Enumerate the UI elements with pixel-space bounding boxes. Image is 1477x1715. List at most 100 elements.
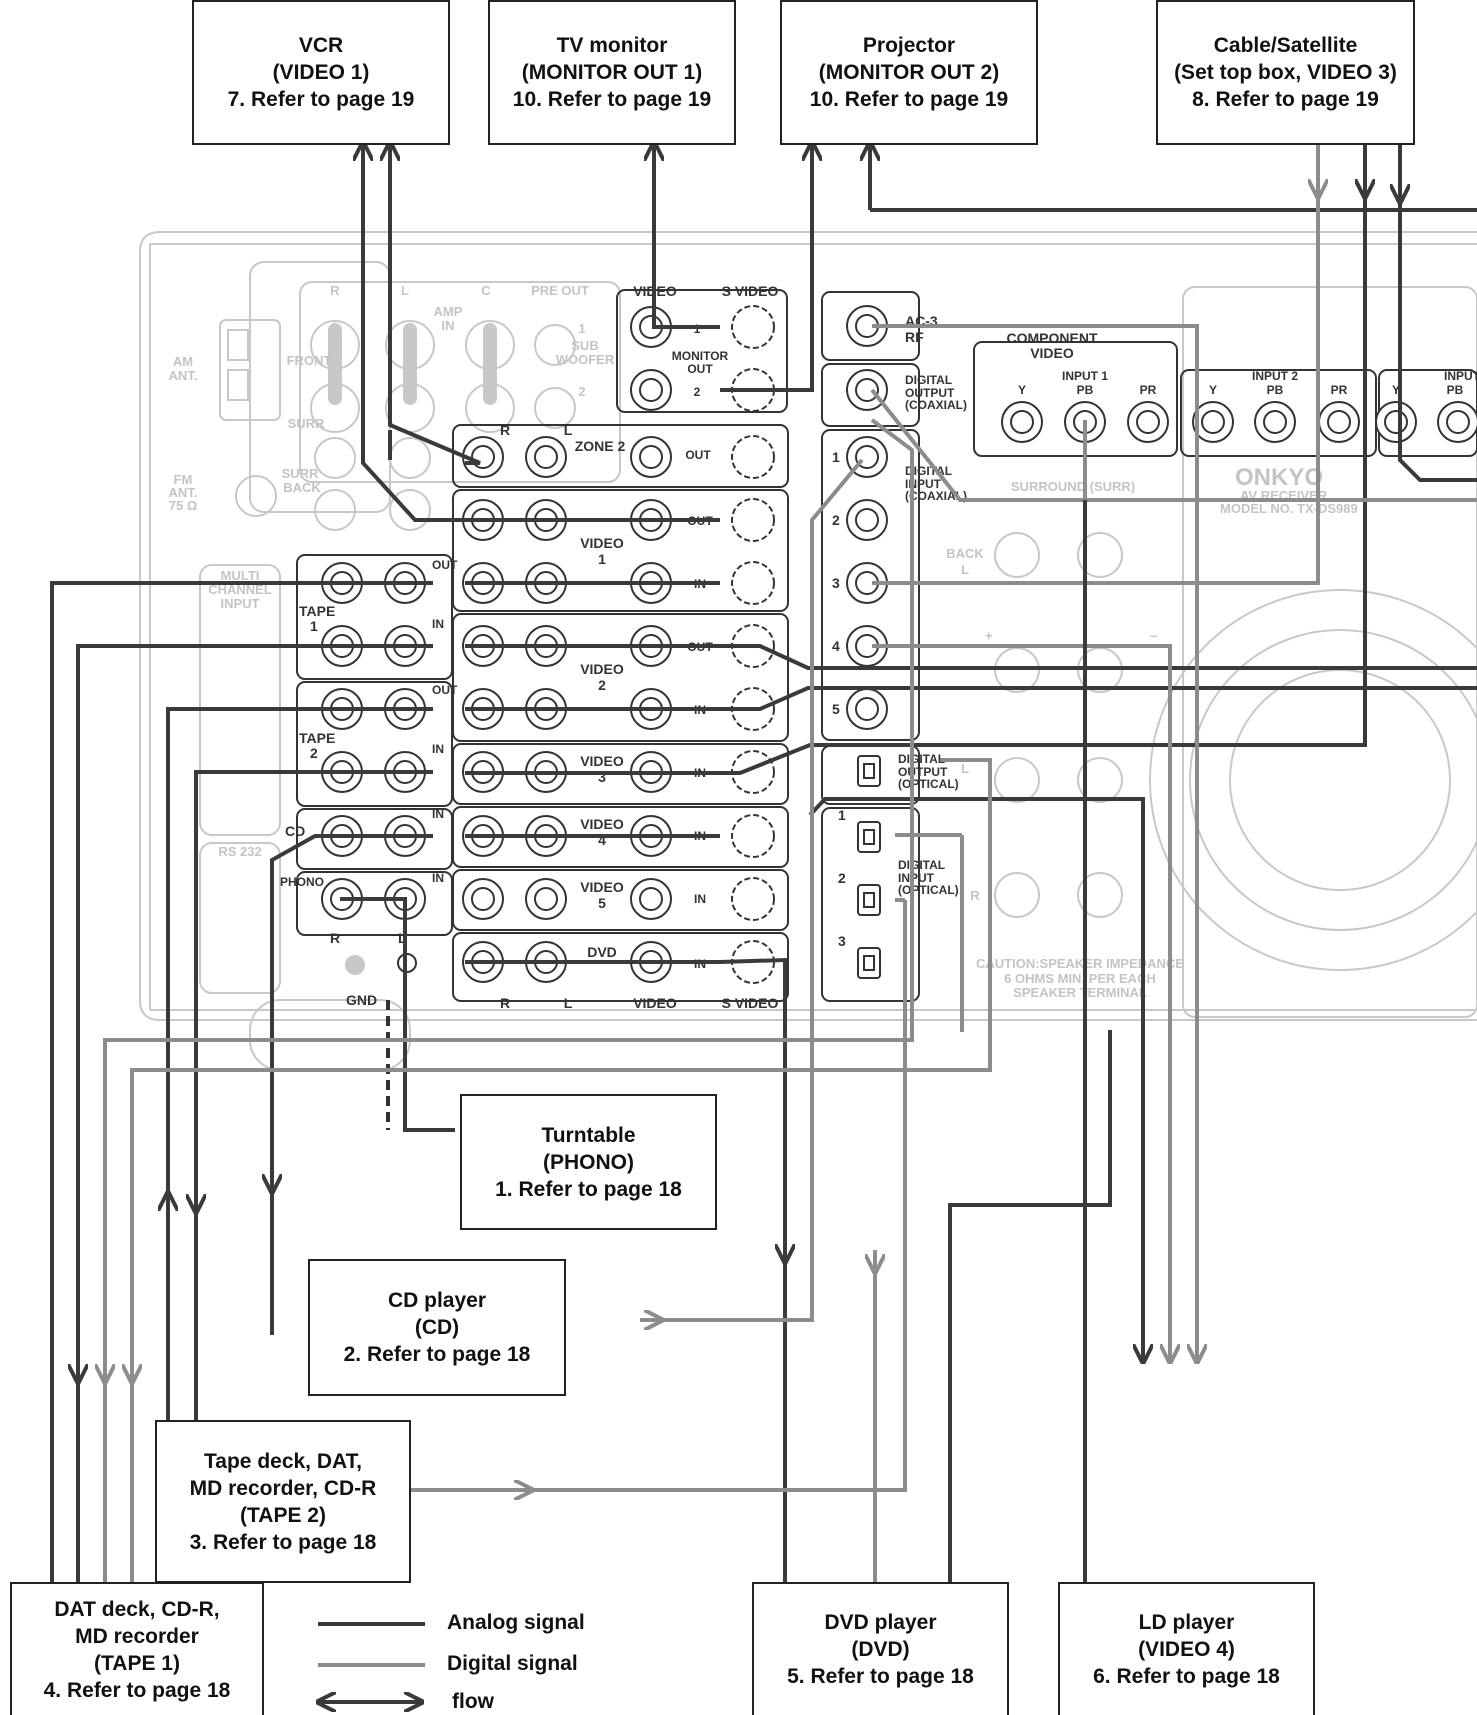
svg-text:C: C bbox=[481, 283, 491, 298]
svg-text:RF: RF bbox=[905, 329, 924, 345]
svg-text:CHANNEL: CHANNEL bbox=[208, 582, 272, 597]
turntable-box: Turntable (PHONO) 1. Refer to page 18 bbox=[460, 1094, 717, 1230]
phono-cable bbox=[340, 897, 455, 1132]
ld-digital bbox=[872, 644, 1172, 1360]
rca-jack-inner bbox=[534, 445, 558, 469]
cable-name: Cable/Satellite bbox=[1213, 34, 1358, 57]
svg-text:IN: IN bbox=[432, 742, 444, 756]
digital-cables bbox=[105, 145, 1477, 1665]
svg-text:1: 1 bbox=[832, 449, 840, 465]
vcr-name: VCR bbox=[298, 34, 344, 57]
dvd-input: (DVD) bbox=[851, 1638, 910, 1661]
rca-jack-inner bbox=[471, 887, 495, 911]
svg-text:WOOFER: WOOFER bbox=[556, 352, 615, 367]
svg-text:L: L bbox=[564, 422, 573, 438]
svg-text:AM: AM bbox=[173, 354, 193, 369]
svg-text:(OPTICAL): (OPTICAL) bbox=[898, 777, 959, 791]
svg-text:VIDEO: VIDEO bbox=[580, 661, 624, 677]
legend-lines bbox=[318, 1622, 425, 1702]
svg-text:L: L bbox=[961, 562, 969, 577]
svg-text:–: – bbox=[1150, 628, 1157, 643]
optical-jacks bbox=[345, 755, 881, 979]
svg-text:L: L bbox=[398, 930, 407, 946]
svg-text:INPUT: INPUT bbox=[1444, 369, 1477, 383]
tape1-box: DAT deck, CD-R, MD recorder (TAPE 1) 4. … bbox=[10, 1582, 264, 1715]
svg-text:R: R bbox=[970, 888, 980, 903]
dvd-player-box: DVD player (DVD) 5. Refer to page 18 bbox=[752, 1582, 1009, 1715]
svg-text:PB: PB bbox=[1447, 383, 1464, 397]
vcr-input: (VIDEO 1) bbox=[272, 61, 370, 84]
cd-player-box: CD player (CD) 2. Refer to page 18 bbox=[308, 1259, 566, 1396]
svg-text:R: R bbox=[330, 930, 340, 946]
vcr-in-cable bbox=[390, 145, 481, 465]
cable-satellite-box: Cable/Satellite (Set top box, VIDEO 3) 8… bbox=[1156, 0, 1415, 145]
svg-text:Y: Y bbox=[1018, 383, 1026, 397]
svg-text:Y: Y bbox=[1392, 383, 1400, 397]
panel-labels: R L C PRE OUT VIDEO S VIDEO AM ANT. FRON… bbox=[169, 283, 1477, 1011]
svg-text:VIDEO: VIDEO bbox=[580, 535, 624, 551]
cd-input: (CD) bbox=[414, 1316, 460, 1339]
ld-input: (VIDEO 4) bbox=[1138, 1638, 1235, 1661]
rca-jack-inner bbox=[1446, 410, 1470, 434]
cd-ref: 2. Refer to page 18 bbox=[343, 1343, 531, 1366]
receiver-rear-panel bbox=[139, 231, 1477, 1071]
projector-name: Projector bbox=[862, 34, 956, 57]
svg-text:SURR: SURR bbox=[288, 416, 325, 431]
svg-text:S VIDEO: S VIDEO bbox=[722, 995, 779, 1011]
tv-monitor-box: TV monitor (MONITOR OUT 1) 10. Refer to … bbox=[488, 0, 736, 145]
projector-ref: 10. Refer to page 19 bbox=[809, 88, 1009, 111]
dvd-ref: 5. Refer to page 18 bbox=[787, 1665, 974, 1688]
rca-jack-inner bbox=[1327, 410, 1351, 434]
rca-jack-inner bbox=[1384, 410, 1408, 434]
svg-text:5: 5 bbox=[598, 895, 606, 911]
svg-text:L: L bbox=[401, 283, 409, 298]
svg-text:1: 1 bbox=[598, 551, 606, 567]
svg-text:1: 1 bbox=[310, 618, 318, 634]
svg-text:PRE OUT: PRE OUT bbox=[531, 283, 589, 298]
svg-text:(COAXIAL): (COAXIAL) bbox=[905, 398, 967, 412]
svg-text:2: 2 bbox=[598, 677, 606, 693]
turntable-name: Turntable bbox=[541, 1123, 636, 1147]
svg-text:R: R bbox=[500, 995, 510, 1011]
tape1-input: (TAPE 1) bbox=[94, 1651, 180, 1675]
svg-text:L: L bbox=[961, 761, 969, 776]
svg-text:2: 2 bbox=[310, 745, 318, 761]
svg-text:RS 232: RS 232 bbox=[218, 844, 261, 859]
vcr-box: VCR (VIDEO 1) 7. Refer to page 19 bbox=[192, 0, 450, 145]
svg-text:4: 4 bbox=[598, 832, 606, 848]
dat-digital-in bbox=[103, 418, 914, 1665]
ld-ref: 6. Refer to page 18 bbox=[1093, 1665, 1280, 1688]
svg-text:PR: PR bbox=[1140, 383, 1157, 397]
s-video-jack bbox=[731, 561, 775, 605]
din1-cable bbox=[640, 458, 864, 1322]
turntable-input: (PHONO) bbox=[543, 1150, 634, 1174]
vcr-ref: 7. Refer to page 19 bbox=[227, 88, 415, 111]
cable-ref: 8. Refer to page 19 bbox=[1192, 88, 1379, 111]
svg-text:PR: PR bbox=[1331, 383, 1348, 397]
svg-text:SUB: SUB bbox=[571, 338, 598, 353]
tape2-ref: 3. Refer to page 18 bbox=[189, 1530, 377, 1554]
svg-text:SURROUND (SURR): SURROUND (SURR) bbox=[1011, 479, 1135, 494]
ac3-cable bbox=[872, 324, 1199, 1360]
svg-text:INPUT: INPUT bbox=[898, 871, 935, 885]
svg-text:MULTI: MULTI bbox=[221, 568, 260, 583]
cd-name: CD player bbox=[387, 1289, 487, 1312]
svg-text:R: R bbox=[330, 283, 340, 298]
svg-text:MODEL NO. TX-DS989: MODEL NO. TX-DS989 bbox=[1220, 501, 1358, 516]
tv-cable bbox=[654, 145, 720, 329]
rca-jack-inner bbox=[855, 697, 879, 721]
dat-digital-out bbox=[130, 758, 992, 1665]
dvd-name: DVD player bbox=[824, 1611, 937, 1634]
s-video-jack bbox=[731, 498, 775, 542]
svg-text:SURR: SURR bbox=[282, 466, 319, 481]
cable-digital bbox=[872, 145, 1320, 585]
svg-text:DIGITAL: DIGITAL bbox=[905, 373, 952, 387]
svg-text:INPUT: INPUT bbox=[905, 477, 942, 491]
svg-text:L: L bbox=[564, 995, 573, 1011]
svg-text:1: 1 bbox=[838, 807, 846, 823]
projector-cable bbox=[720, 145, 812, 392]
tv-output: (MONITOR OUT 1) bbox=[521, 61, 703, 84]
legend-digital: Digital signal bbox=[447, 1652, 578, 1675]
svg-text:DIGITAL: DIGITAL bbox=[898, 858, 945, 872]
svg-text:ANT.: ANT. bbox=[169, 368, 198, 383]
